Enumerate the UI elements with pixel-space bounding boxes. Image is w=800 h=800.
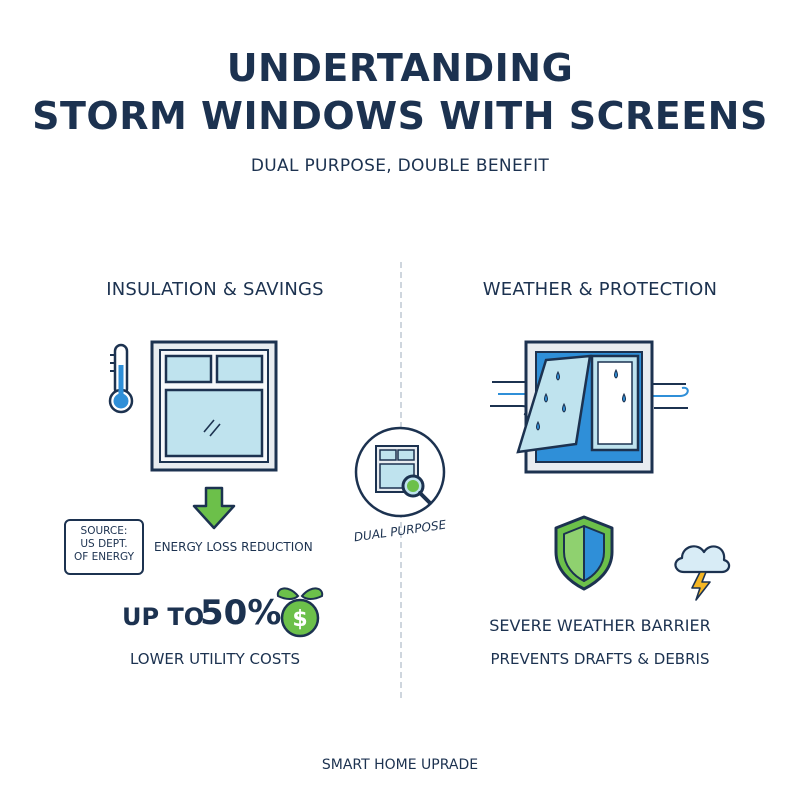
down-arrow-icon — [192, 486, 236, 530]
subtitle: DUAL PURPOSE, DOUBLE BENEFIT — [250, 156, 550, 176]
right-line-2: PREVENTS DRAFTS & DEBRIS — [490, 650, 710, 668]
right-line-1: SEVERE WEATHER BARRIER — [489, 616, 711, 635]
stat-caption: LOWER UTILITY COSTS — [129, 650, 301, 668]
source-box: SOURCE: US DEPT. OF ENERGY — [64, 519, 144, 575]
money-bag-icon: $ — [276, 587, 324, 638]
currency-symbol: $ — [292, 607, 307, 632]
storm-window-icon — [516, 340, 654, 474]
dual-purpose-badge — [354, 426, 446, 518]
title-line-2: STORM WINDOWS WITH SCREENS — [32, 94, 768, 138]
magnifier-window-icon — [375, 445, 432, 505]
stat-prefix: UP TO — [122, 603, 205, 631]
source-line-3: OF ENERGY — [73, 551, 135, 563]
shield-icon — [554, 515, 614, 591]
thermometer-icon — [108, 343, 134, 414]
source-line-2: US DEPT. — [80, 538, 128, 550]
footer-text: SMART HOME UPRADE — [321, 757, 479, 773]
window-icon — [150, 340, 278, 472]
storm-cloud-icon — [674, 545, 731, 601]
right-heading: WEATHER & PROTECTION — [482, 279, 718, 300]
title-line-1: UNDERTANDING — [226, 46, 574, 90]
wind-icon-right — [648, 383, 689, 409]
left-heading: INSULATION & SAVINGS — [106, 279, 324, 300]
stat-value: 50% — [200, 593, 282, 633]
energy-loss-label: ENERGY LOSS REDUCTION — [154, 540, 313, 554]
source-line-1: SOURCE: — [80, 525, 128, 537]
